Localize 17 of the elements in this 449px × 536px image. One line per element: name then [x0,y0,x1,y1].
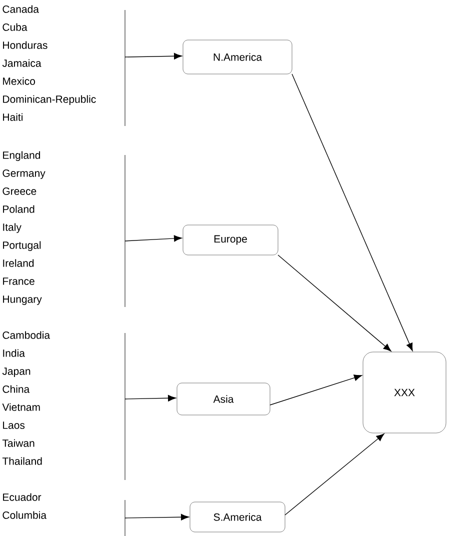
country-list: Cambodia India Japan China Vietnam Laos Taiwan Thailand [2,331,126,480]
arrow [292,74,413,352]
result-box: XXX [362,352,446,434]
arrow [124,514,189,520]
region-box: N.America [182,40,292,74]
country-list: Ecuador Columbia [2,493,126,536]
arrow [124,52,182,60]
arrow [124,394,176,402]
country-list: England Germany Greece Poland Italy Portugal Ireland France Hungary [2,151,126,308]
arrow [278,254,392,352]
arrow [284,434,384,516]
region-box: Asia [176,382,270,416]
arrow [124,235,182,242]
region-box: S.America [190,502,286,532]
arrow [270,374,362,406]
region-box: Europe [182,224,278,256]
country-list: Canada Cuba Honduras Jamaica Mexico Dominican-Republic Haiti [2,5,126,126]
